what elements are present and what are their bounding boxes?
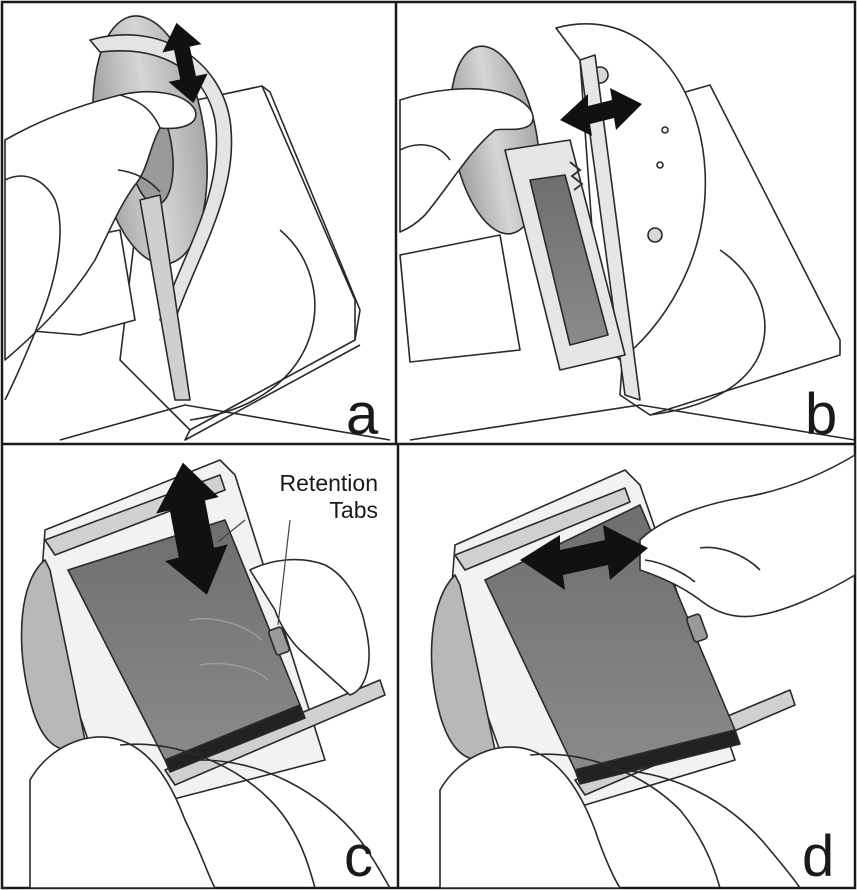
panel-letter-b: b: [805, 382, 838, 447]
panel-letter-c: c: [344, 824, 373, 889]
panel-d-art: [430, 454, 856, 889]
callout-line-2: Tabs: [329, 497, 378, 523]
panel-letter-a: a: [346, 382, 379, 447]
panel-c-arrow: [156, 462, 228, 595]
panel-c-art: [20, 459, 391, 889]
panel-letter-d: d: [802, 824, 835, 889]
panel-d-arrow: [520, 525, 648, 590]
panel-b-arrow: [560, 88, 642, 136]
panel-b-art: [399, 23, 856, 441]
panel-a-art: [4, 15, 391, 441]
callout-line-1: Retention: [279, 470, 378, 496]
panel-a-arrow: [162, 22, 208, 104]
retention-tabs-callout: Retention Tabs: [238, 470, 378, 524]
panel-b-tab-marker: [569, 161, 584, 191]
